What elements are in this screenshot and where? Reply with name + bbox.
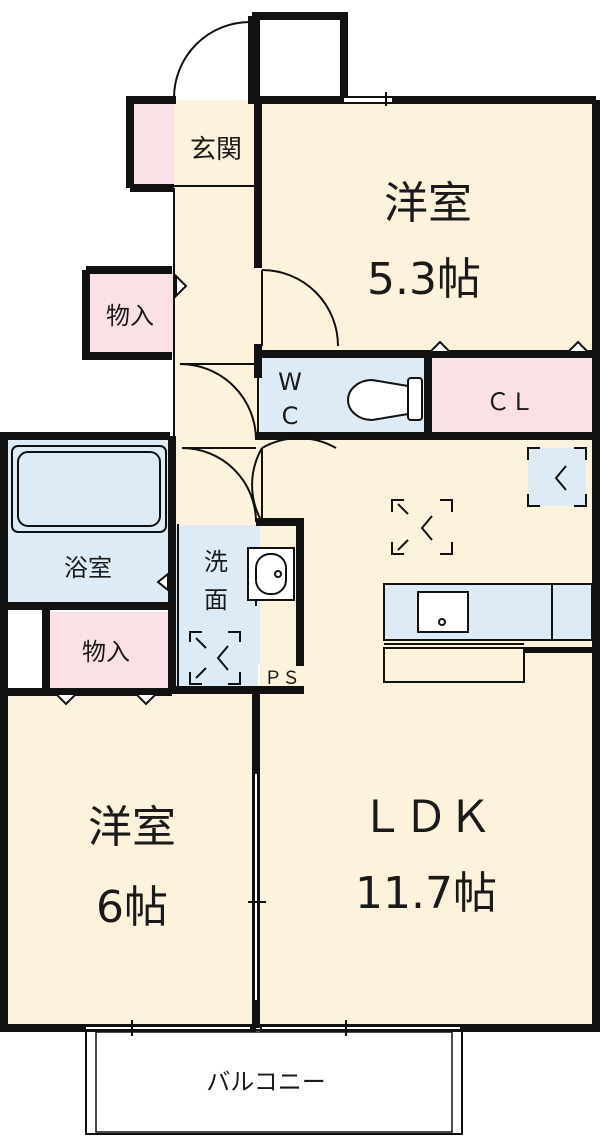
wc-label-line1: W: [278, 368, 302, 396]
small-void: [8, 612, 44, 692]
washbasin-fixture: [247, 547, 295, 601]
window-ticks: [86, 92, 596, 1036]
entrance-shoe-closet: [133, 100, 174, 186]
entrance-floor: [174, 100, 258, 186]
washroom-label-line2: 面: [204, 586, 228, 614]
wc-label-line2: C: [282, 402, 299, 430]
ceiling-symbol-1: [527, 447, 587, 507]
western-room-north-floor: [260, 100, 594, 354]
entrance-pillar: [252, 12, 348, 104]
washroom-label-line1: 洗: [204, 548, 228, 576]
closet-label: ＣＬ: [486, 388, 534, 416]
ldk-name: ＬＤＫ: [360, 792, 492, 843]
ceiling-symbol-3: [189, 631, 241, 685]
storage-hall-label: 物入: [106, 302, 154, 330]
storage-hall-floor: [88, 270, 174, 356]
entrance-door-swing: [173, 21, 251, 99]
pipe-space-label: ＰＳ: [264, 668, 300, 689]
doors: [179, 269, 339, 523]
ldk-size: 11.7帖: [355, 868, 497, 919]
balcony-label: バルコニー: [206, 1068, 326, 1096]
kitchen-counter: [383, 583, 593, 683]
western-room-north-name: 洋室: [384, 178, 472, 229]
closet-floor: [428, 356, 594, 434]
western-room-south-floor: [8, 694, 252, 1028]
storage-south-label: 物入: [82, 638, 130, 666]
bathtub-fixture: [11, 445, 167, 533]
western-room-south-size: 6帖: [96, 882, 168, 933]
entrance-label: 玄関: [190, 135, 242, 165]
western-room-south-name: 洋室: [88, 802, 176, 853]
storage-south-floor: [48, 612, 172, 692]
wall-marks: [53, 273, 591, 706]
western-room-north-size: 5.3帖: [367, 254, 481, 305]
bathroom-label: 浴室: [64, 554, 112, 582]
corridor-floor: [174, 185, 260, 525]
thin-partitions: [173, 185, 259, 690]
toilet-fixture: [347, 377, 423, 422]
ceiling-symbol-2: [391, 499, 453, 555]
balcony-outline: [85, 1029, 463, 1135]
